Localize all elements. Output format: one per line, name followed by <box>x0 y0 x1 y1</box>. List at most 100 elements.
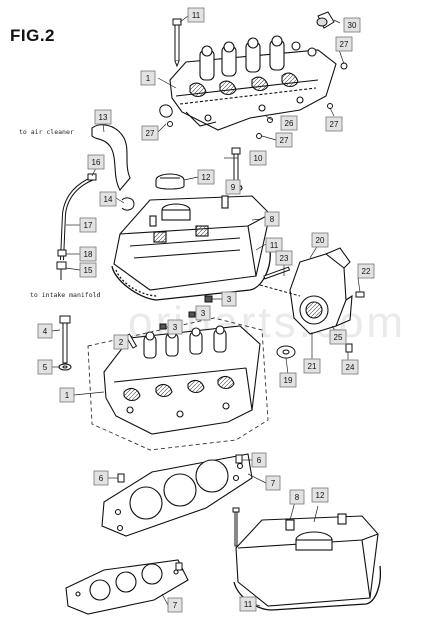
callout-3-c: 3 <box>167 319 183 335</box>
callout-box <box>167 597 183 613</box>
callout-box <box>325 116 343 132</box>
cover-gasket-mid <box>111 249 271 301</box>
callout-number: 19 <box>284 376 293 385</box>
callout-box <box>303 358 321 374</box>
callout-box <box>280 115 298 131</box>
callout-box <box>59 387 75 403</box>
callout-7-b: 7 <box>167 597 183 613</box>
callout-box <box>197 169 215 185</box>
callout-number: 6 <box>257 456 262 465</box>
callout-number: 24 <box>346 363 355 372</box>
callout-box <box>275 132 293 148</box>
callout-box <box>311 232 329 248</box>
head-bolt-4 <box>58 315 72 371</box>
callout-3-a: 3 <box>221 291 237 307</box>
callout-number: 4 <box>43 327 48 336</box>
callout-box <box>289 489 305 505</box>
callout-30: 30 <box>343 17 361 33</box>
callout-number: 7 <box>271 479 276 488</box>
callout-box <box>195 305 211 321</box>
cylinder-head-main <box>103 325 261 435</box>
callout-15: 15 <box>79 262 97 278</box>
callout-27-ml: 27 <box>141 125 159 141</box>
callout-box <box>264 211 280 227</box>
callout-number: 1 <box>146 74 151 83</box>
callout-6-l: 6 <box>93 470 109 486</box>
callout-box <box>79 217 97 233</box>
callout-number: 11 <box>270 241 279 250</box>
callout-box <box>37 359 53 375</box>
callout-number: 10 <box>254 154 263 163</box>
callout-box <box>239 596 257 612</box>
water-outlet-housing <box>289 247 353 335</box>
callout-8: 8 <box>264 211 280 227</box>
callout-1-top: 1 <box>140 70 156 86</box>
callout-box <box>341 359 359 375</box>
callout-11-top: 11 <box>187 7 205 23</box>
callout-number: 11 <box>192 11 201 20</box>
callout-8-b: 8 <box>289 489 305 505</box>
callout-3-b: 3 <box>195 305 211 321</box>
callout-14: 14 <box>99 191 117 207</box>
callout-number: 3 <box>173 323 178 332</box>
callout-box <box>225 179 241 195</box>
callout-21: 21 <box>303 358 321 374</box>
callout-box <box>265 475 281 491</box>
callout-number: 25 <box>334 333 343 342</box>
callout-19: 19 <box>279 372 297 388</box>
dowel-6-b <box>175 562 183 571</box>
callout-number: 17 <box>84 221 93 230</box>
callout-number: 27 <box>340 40 349 49</box>
callout-number: 15 <box>84 266 93 275</box>
callout-box <box>99 191 117 207</box>
callout-number: 20 <box>316 236 325 245</box>
callout-number: 6 <box>99 474 104 483</box>
callout-box <box>140 70 156 86</box>
head-bolt-top <box>172 18 182 68</box>
callout-27-mr: 27 <box>325 116 343 132</box>
oil-seal-27 <box>159 62 348 139</box>
cover-gasket-bottom <box>233 565 382 611</box>
callout-box <box>275 250 293 266</box>
callout-number: 9 <box>231 183 236 192</box>
callout-box <box>329 329 347 345</box>
callout-box <box>79 262 97 278</box>
callout-number: 14 <box>104 195 113 204</box>
callout-number: 2 <box>119 338 124 347</box>
callout-12-b: 12 <box>311 487 329 503</box>
callout-number: 3 <box>227 295 232 304</box>
callout-27-mc: 27 <box>275 132 293 148</box>
callout-number: 12 <box>316 491 325 500</box>
callout-number: 12 <box>202 173 211 182</box>
callout-number: 21 <box>308 362 317 371</box>
callout-number: 8 <box>270 215 275 224</box>
callout-number: 18 <box>84 250 93 259</box>
bolt-10 <box>231 147 241 183</box>
thermostat-gasket <box>276 345 296 359</box>
callout-2: 2 <box>113 334 129 350</box>
callout-17: 17 <box>79 217 97 233</box>
callout-number: 13 <box>99 113 108 122</box>
head-gasket-bottom <box>65 559 189 615</box>
figure-title: FIG.2 <box>10 26 56 45</box>
callout-22: 22 <box>357 263 375 279</box>
callout-box <box>343 17 361 33</box>
callout-number: 23 <box>280 254 289 263</box>
callout-7-mid: 7 <box>265 475 281 491</box>
callout-11-mid: 11 <box>265 237 283 253</box>
cylinder-head-cover <box>113 195 271 291</box>
callout-10: 10 <box>249 150 267 166</box>
callout-number: 1 <box>65 391 70 400</box>
head-gasket-mid <box>101 453 253 537</box>
callout-box <box>167 319 183 335</box>
cylinder-head-cover-bottom <box>235 513 379 607</box>
callout-4: 4 <box>37 323 53 339</box>
callout-box <box>249 150 267 166</box>
callout-11-b: 11 <box>239 596 257 612</box>
callout-number: 22 <box>362 267 371 276</box>
callout-box <box>265 237 283 253</box>
note-air-cleaner: to air cleaner <box>19 128 74 136</box>
